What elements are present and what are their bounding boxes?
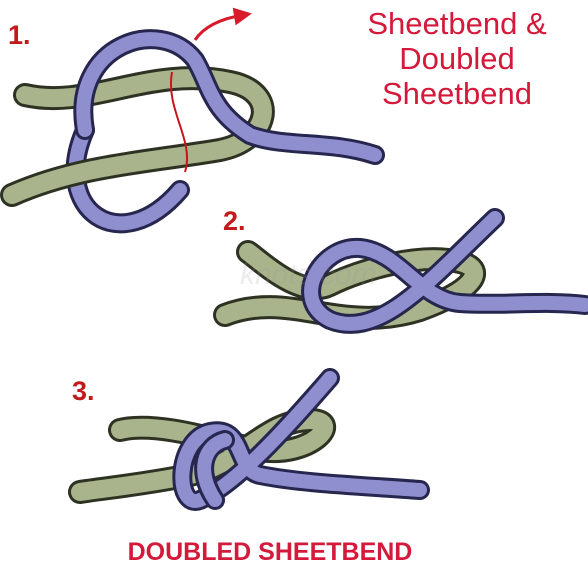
step-2-label: 2. [223, 206, 246, 236]
blue-rope [301, 208, 588, 334]
step-3-illustration [68, 368, 430, 511]
watermark: knots.com [240, 258, 377, 291]
title-line-3: Sheetbend [382, 76, 532, 111]
blue-rope-over [73, 29, 385, 165]
guide-line [169, 71, 188, 173]
step-3-label: 3. [72, 376, 95, 406]
blue-rope [172, 368, 430, 511]
diagram-title: Sheetbend & Doubled Sheetbend [332, 6, 582, 111]
green-rope [0, 66, 275, 207]
curved-arrow-icon [193, 7, 252, 41]
step-1-label: 1. [8, 20, 31, 50]
title-line-1: Sheetbend & [367, 6, 547, 41]
step-1-illustration [0, 7, 385, 234]
blue-rope [65, 120, 190, 234]
caption: DOUBLED SHEETBEND [127, 538, 413, 566]
step-2-illustration [213, 208, 588, 334]
title-line-2: Doubled [399, 41, 515, 76]
